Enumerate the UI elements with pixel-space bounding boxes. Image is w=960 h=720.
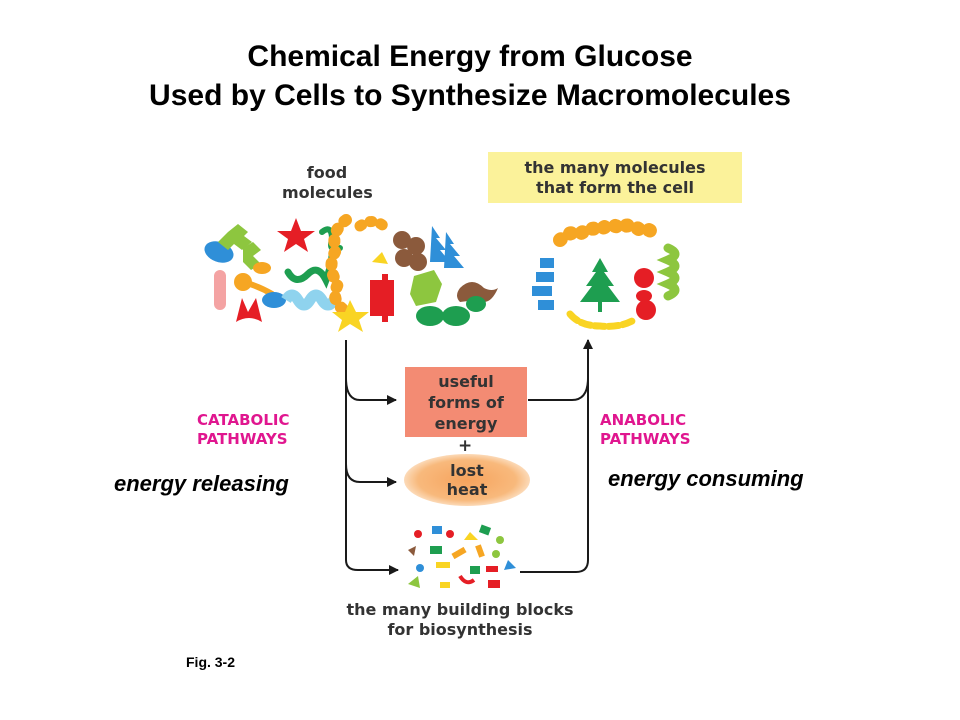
blocks-label-line-1: the many building blocks [346,600,574,619]
food-molecules-label: food molecules [282,163,373,203]
catabolic-line-1: CATABOLIC [197,411,290,429]
cell-label-line-1: the many molecules [524,157,706,177]
useful-label-line-2: forms of [428,392,504,412]
anabolic-arrows [520,339,593,573]
catabolic-line-2: PATHWAYS [197,430,288,448]
cell-molecules-cluster [532,218,680,330]
cell-label-line-2: that form the cell [536,177,694,197]
figure-number: Fig. 3-2 [186,654,236,670]
heat-label-line-2: heat [446,480,488,499]
title-line-1: Chemical Energy from Glucose [247,40,693,73]
useful-label-line-3: energy [434,413,498,433]
catabolic-pathways-label: CATABOLIC PATHWAYS [197,411,289,449]
energy-consuming-label: energy consuming [608,466,804,491]
anabolic-pathways-label: ANABOLIC PATHWAYS [600,411,691,449]
title-line-2: Used by Cells to Synthesize Macromolecul… [149,79,791,112]
useful-label-line-1: useful [438,371,494,391]
plus-sign: + [458,436,473,456]
anabolic-line-1: ANABOLIC [600,411,687,429]
building-blocks-cluster [408,524,516,588]
lost-heat-glow: lost heat [404,454,530,506]
food-label-line-2: molecules [282,183,373,202]
blocks-label-line-2: for biosynthesis [387,620,533,639]
useful-energy-box: useful forms of energy [405,367,527,437]
building-blocks-label: the many building blocks for biosynthesi… [300,600,620,640]
heat-label-line-1: lost [450,461,484,480]
anabolic-line-2: PATHWAYS [600,430,691,448]
food-molecules-cluster [204,214,498,332]
cell-molecules-box: the many molecules that form the cell [488,152,742,203]
food-label-line-1: food [306,163,348,182]
catabolic-arrows [345,340,399,575]
energy-releasing-label: energy releasing [114,471,289,496]
